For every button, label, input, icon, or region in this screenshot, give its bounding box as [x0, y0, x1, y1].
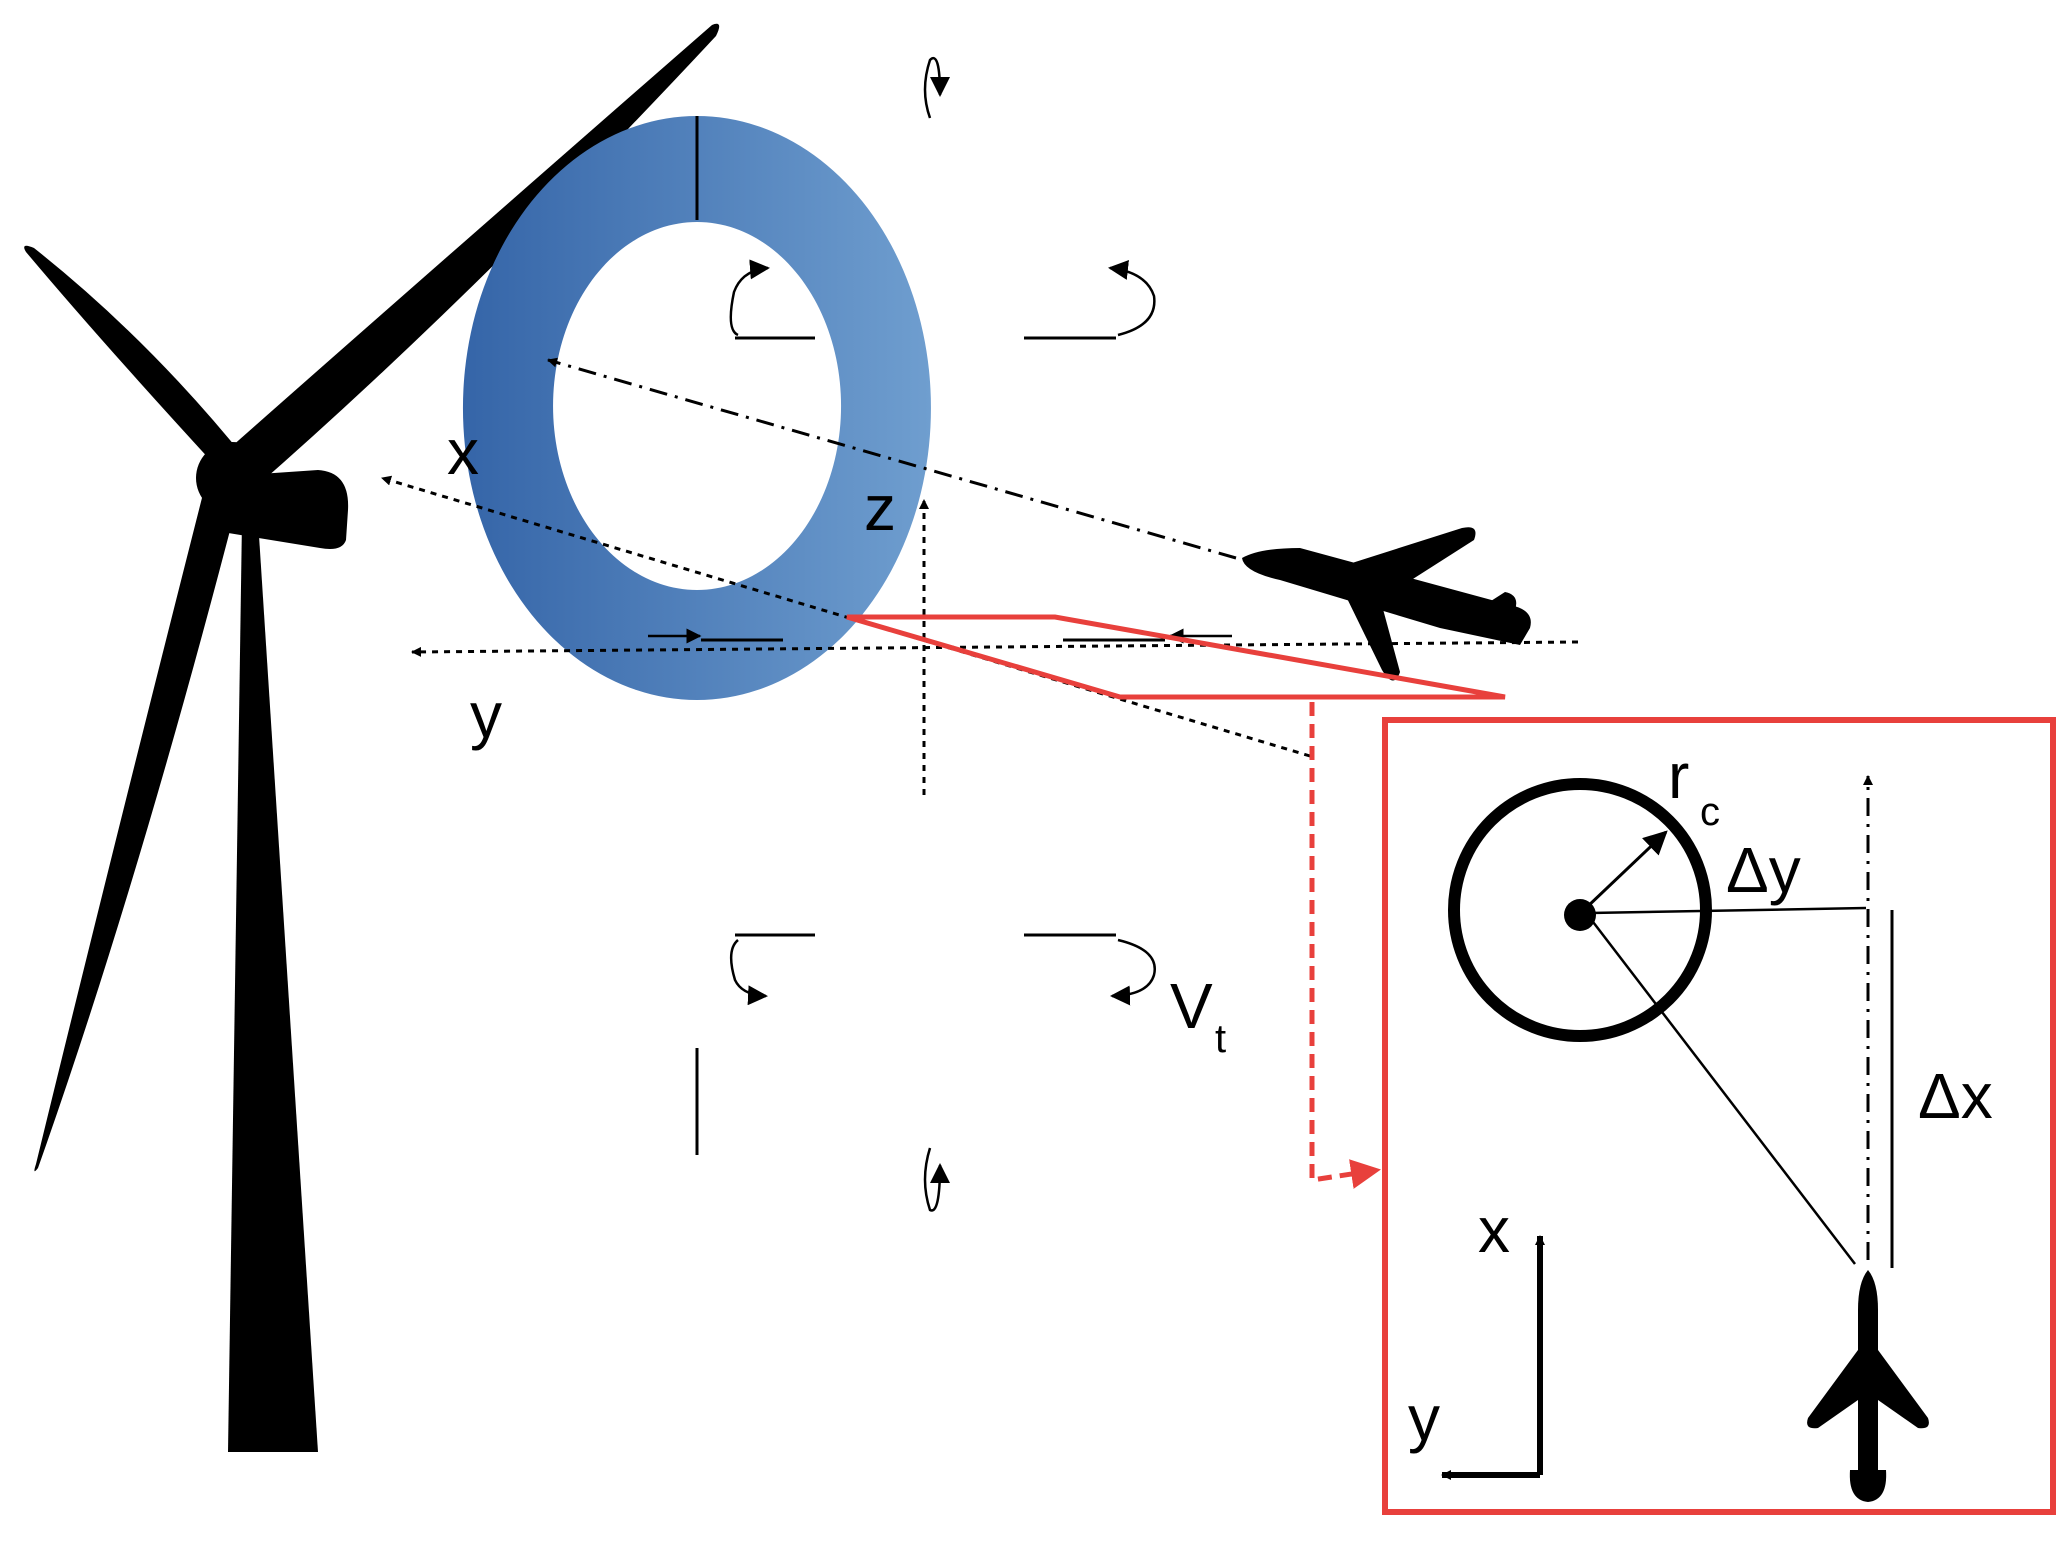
svg-text:r: r [1668, 740, 1689, 812]
airplane-top-icon [1807, 1270, 1929, 1502]
delta-y-line [1589, 906, 1867, 915]
inset-y-axis-label: y [1408, 1382, 1440, 1454]
measurement-plane [846, 614, 1506, 700]
inset-x-axis-label: x [1478, 1194, 1510, 1266]
wind-turbine-icon [24, 23, 720, 1452]
inset-box [1382, 717, 2056, 1515]
vortex-ring [462, 116, 931, 700]
airplane-side-icon [1242, 527, 1531, 681]
distance-line [1589, 917, 1856, 1265]
core-radius-arrow [1584, 830, 1668, 910]
rotation-arrows [648, 57, 1232, 1212]
inset-axes [1441, 1235, 1545, 1480]
inset-content: r c Δy Δx x y [1408, 740, 1993, 1502]
svg-text:V: V [1170, 970, 1213, 1042]
x-axis-label: x [447, 416, 479, 488]
x-axis [381, 475, 1311, 758]
flight-path-line [547, 357, 1237, 560]
svg-text:c: c [1700, 790, 1720, 834]
tangential-velocity-label: V t [1170, 970, 1226, 1061]
delta-x-label: Δx [1918, 1060, 1993, 1132]
delta-y-label: Δy [1726, 834, 1801, 906]
connector-dashed [1309, 702, 1381, 1189]
z-axis-label: z [864, 472, 896, 544]
ring-section-lines [695, 116, 1165, 1155]
svg-text:t: t [1215, 1017, 1226, 1061]
y-axis-label: y [470, 679, 502, 751]
core-radius-label: r c [1668, 740, 1720, 834]
